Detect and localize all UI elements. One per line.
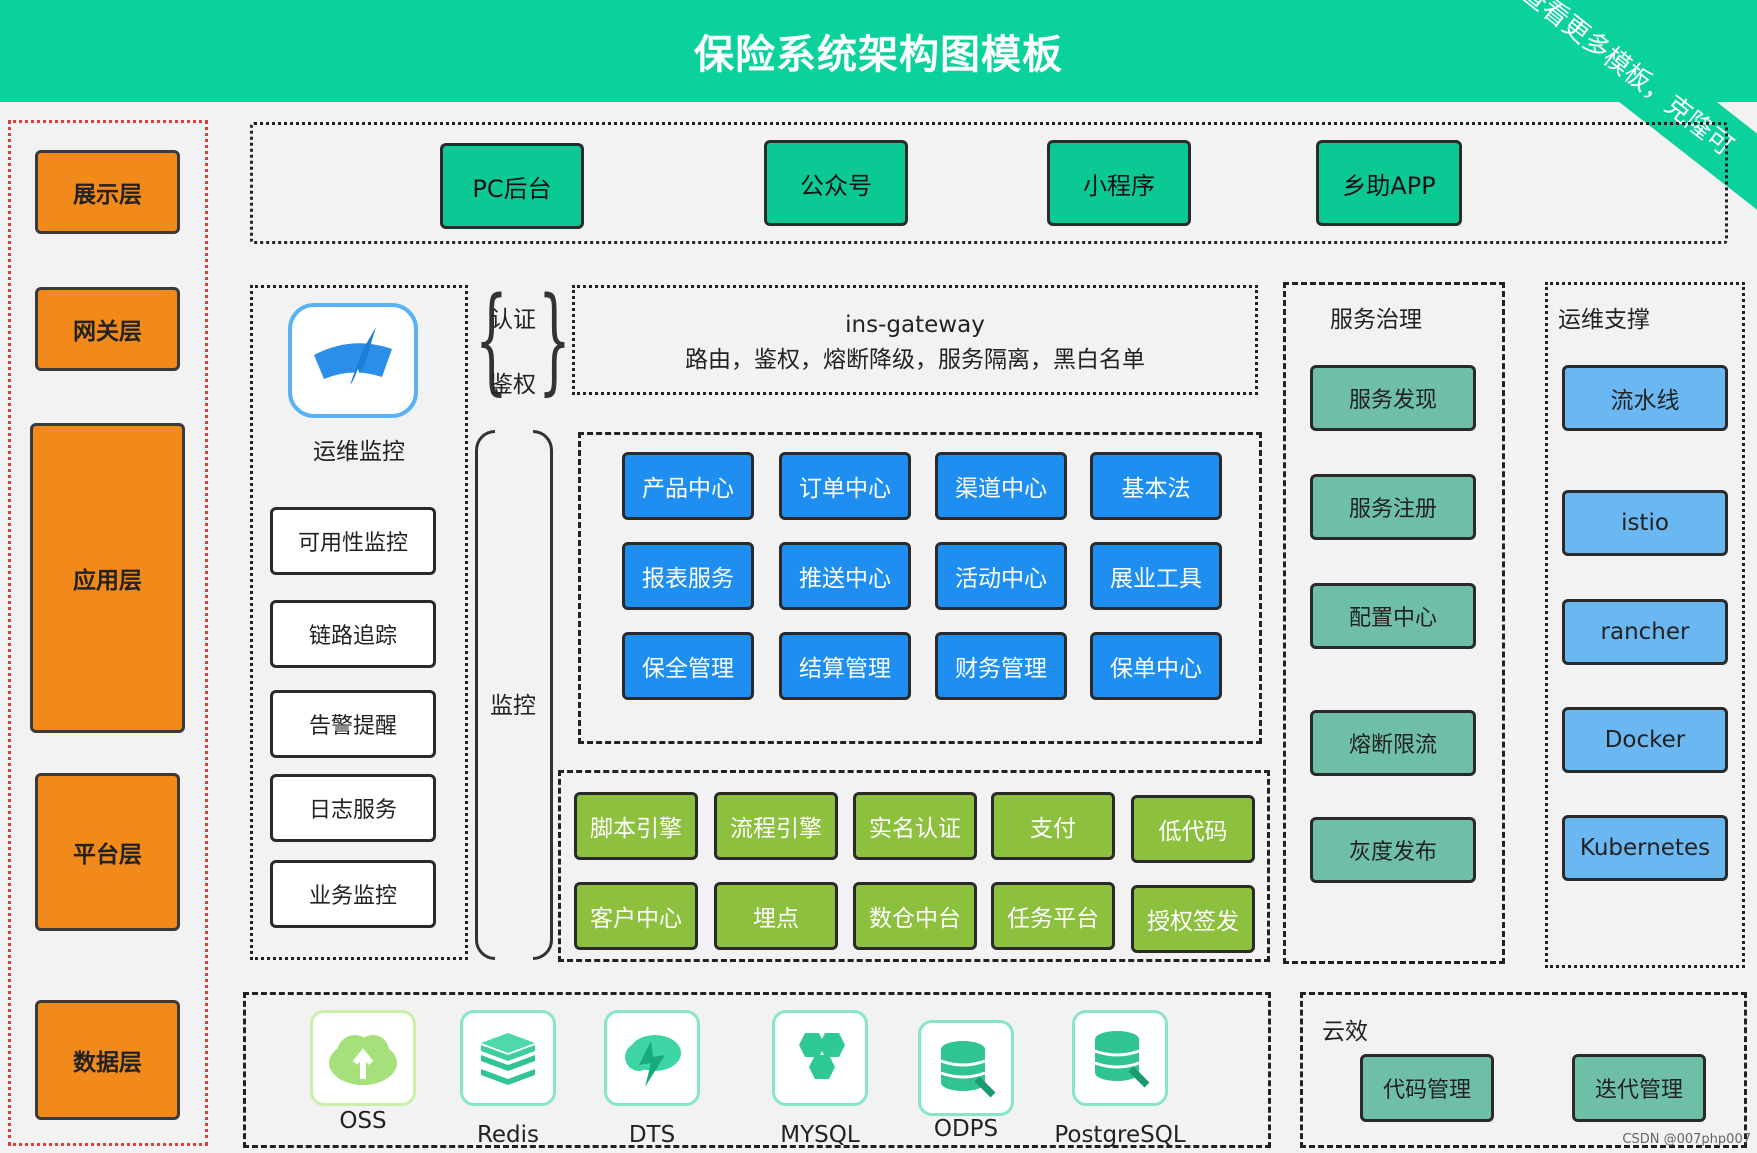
- service-discovery-button[interactable]: 服务发现: [1310, 365, 1476, 431]
- presentation-group: [250, 122, 1728, 244]
- oss-icon: [310, 1010, 416, 1106]
- mini-program-button[interactable]: 小程序: [1047, 140, 1191, 226]
- layer-column: [8, 120, 208, 1146]
- ops-support-group: [1545, 282, 1745, 968]
- task-platform-button[interactable]: 任务平台: [991, 882, 1115, 950]
- odps-label: ODPS: [933, 1116, 999, 1142]
- gray-release-button[interactable]: 灰度发布: [1310, 817, 1476, 883]
- layer-platform: 平台层: [35, 773, 180, 931]
- mysql-label: MYSQL: [780, 1122, 860, 1148]
- dts-icon: [604, 1010, 700, 1106]
- product-center-button[interactable]: 产品中心: [622, 452, 754, 520]
- business-monitor-button[interactable]: 业务监控: [270, 860, 436, 928]
- settlement-button[interactable]: 结算管理: [779, 632, 911, 700]
- gateway-desc: 路由，鉴权，熔断降级，服务隔离，黑白名单: [685, 347, 1145, 373]
- ops-monitor-title: 运维监控: [313, 439, 405, 465]
- platform-services-group: [558, 770, 1270, 962]
- monitor-label: 监控: [490, 693, 536, 719]
- config-center-button[interactable]: 配置中心: [1310, 583, 1476, 649]
- istio-button[interactable]: istio: [1562, 490, 1728, 556]
- gateway-name: ins-gateway: [845, 312, 985, 338]
- rancher-button[interactable]: rancher: [1562, 599, 1728, 665]
- availability-monitor-button[interactable]: 可用性监控: [270, 507, 436, 575]
- oss-label: OSS: [339, 1108, 387, 1134]
- postgresql-label: PostgreSQL: [1054, 1122, 1186, 1148]
- activity-center-button[interactable]: 活动中心: [935, 542, 1067, 610]
- ops-monitor-group: [250, 285, 468, 960]
- log-service-button[interactable]: 日志服务: [270, 774, 436, 842]
- data-warehouse-button[interactable]: 数仓中台: [853, 882, 977, 950]
- payment-button[interactable]: 支付: [991, 792, 1115, 860]
- gateway-group: [572, 285, 1258, 395]
- script-engine-button[interactable]: 脚本引擎: [574, 792, 698, 860]
- monitor-icon: [288, 303, 418, 418]
- circuit-breaker-button[interactable]: 熔断限流: [1310, 710, 1476, 776]
- dts-label: DTS: [628, 1122, 676, 1148]
- customer-center-button[interactable]: 客户中心: [574, 882, 698, 950]
- auth-label: 认证: [490, 307, 536, 333]
- authorization-issue-button[interactable]: 授权签发: [1131, 885, 1255, 953]
- right-brace-auth: }: [538, 273, 571, 407]
- app-services-group: [578, 432, 1262, 744]
- odps-icon: [918, 1020, 1014, 1116]
- watermark: CSDN @007php007: [1622, 1132, 1751, 1147]
- layer-application: 应用层: [30, 423, 185, 733]
- layer-presentation: 展示层: [35, 150, 180, 234]
- workflow-engine-button[interactable]: 流程引擎: [714, 792, 838, 860]
- trace-button[interactable]: 链路追踪: [270, 600, 436, 668]
- order-center-button[interactable]: 订单中心: [779, 452, 911, 520]
- pc-admin-button[interactable]: PC后台: [440, 143, 584, 229]
- postgresql-icon: [1072, 1010, 1168, 1106]
- alert-button[interactable]: 告警提醒: [270, 690, 436, 758]
- policy-maintenance-button[interactable]: 保全管理: [622, 632, 754, 700]
- app-button[interactable]: 乡助APP: [1316, 140, 1462, 226]
- data-store-group: [243, 992, 1271, 1148]
- policy-center-button[interactable]: 保单中心: [1090, 632, 1222, 700]
- mysql-icon: [772, 1010, 868, 1106]
- sales-tools-button[interactable]: 展业工具: [1090, 542, 1222, 610]
- push-center-button[interactable]: 推送中心: [779, 542, 911, 610]
- official-account-button[interactable]: 公众号: [764, 140, 908, 226]
- iteration-management-button[interactable]: 迭代管理: [1572, 1054, 1706, 1122]
- layer-data: 数据层: [35, 1000, 180, 1120]
- low-code-button[interactable]: 低代码: [1131, 795, 1255, 863]
- basic-law-button[interactable]: 基本法: [1090, 452, 1222, 520]
- redis-icon: [460, 1010, 556, 1106]
- service-registry-button[interactable]: 服务注册: [1310, 474, 1476, 540]
- realname-auth-button[interactable]: 实名认证: [853, 792, 977, 860]
- redis-label: Redis: [476, 1122, 540, 1148]
- docker-button[interactable]: Docker: [1562, 707, 1728, 773]
- pipeline-button[interactable]: 流水线: [1562, 365, 1728, 431]
- governance-group: [1283, 282, 1505, 964]
- code-management-button[interactable]: 代码管理: [1360, 1054, 1494, 1122]
- kubernetes-button[interactable]: Kubernetes: [1562, 815, 1728, 881]
- channel-center-button[interactable]: 渠道中心: [935, 452, 1067, 520]
- ops-support-title: 运维支撑: [1558, 307, 1650, 333]
- tracking-button[interactable]: 埋点: [714, 882, 838, 950]
- report-service-button[interactable]: 报表服务: [622, 542, 754, 610]
- finance-button[interactable]: 财务管理: [935, 632, 1067, 700]
- left-brace-auth: {: [475, 273, 508, 407]
- right-brace-monitor: [533, 430, 553, 960]
- layer-gateway: 网关层: [35, 287, 180, 371]
- cloud-group: [1300, 992, 1747, 1148]
- header-bar: [0, 0, 1757, 102]
- cloud-title: 云效: [1322, 1019, 1368, 1045]
- page-title: 保险系统架构图模板: [694, 32, 1063, 78]
- authz-label: 鉴权: [490, 372, 536, 398]
- governance-title: 服务治理: [1330, 307, 1422, 333]
